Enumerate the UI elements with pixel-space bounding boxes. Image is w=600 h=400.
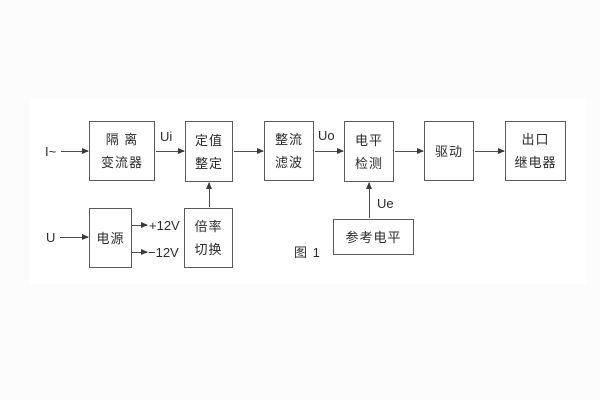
block-level-detection: 电平 检测 xyxy=(344,121,394,182)
block-value-setting: 定值 整定 xyxy=(185,121,233,182)
block-label: 电源 xyxy=(96,230,125,246)
block-label: 滤波 xyxy=(274,155,303,170)
arrow-input-current-icon xyxy=(61,148,89,154)
block-label: 驱动 xyxy=(434,143,463,159)
block-label: 整定 xyxy=(194,155,223,171)
arrow-setting-to-rect-icon xyxy=(234,148,264,154)
label-ui: Ui xyxy=(160,129,173,144)
arrow-supply-positive-icon xyxy=(132,222,148,228)
arrow-driver-to-relay-icon xyxy=(475,148,505,154)
block-reference-level: 参考电平 xyxy=(333,219,414,255)
block-rectifier-filter: 整流 滤波 xyxy=(264,121,314,181)
block-driver: 驱动 xyxy=(424,121,474,181)
block-label: 整流 xyxy=(274,132,303,147)
block-label: 切换 xyxy=(194,242,223,257)
label-supply-negative: −12V xyxy=(148,245,179,260)
block-power-supply: 电源 xyxy=(89,208,132,268)
label-supply-positive: +12V xyxy=(149,218,180,233)
figure-caption: 图 1 xyxy=(294,245,321,260)
arrow-iso-to-setting-icon xyxy=(156,148,185,154)
arrow-ratio-to-setting-icon xyxy=(206,182,212,207)
arrow-rect-to-level-icon xyxy=(315,148,344,154)
block-label: 隔 离 xyxy=(105,132,139,147)
arrow-supply-negative-icon xyxy=(132,249,148,255)
block-output-relay: 出口 继电器 xyxy=(505,121,566,181)
block-isolation-transformer: 隔 离 变流器 xyxy=(89,121,155,181)
block-label: 出口 xyxy=(521,132,550,147)
arrow-input-voltage-icon xyxy=(60,234,89,240)
arrow-ref-to-level-icon xyxy=(366,182,372,218)
block-label: 定值 xyxy=(194,132,223,148)
label-uo: Uo xyxy=(318,128,335,143)
block-label: 检测 xyxy=(354,155,383,171)
label-input-current: I~ xyxy=(45,144,57,159)
label-input-voltage: U xyxy=(46,230,56,245)
arrow-level-to-driver-icon xyxy=(395,148,424,154)
label-ue: Ue xyxy=(377,196,394,211)
block-ratio-switching: 倍率 切换 xyxy=(184,208,233,268)
block-label: 变流器 xyxy=(100,155,143,170)
block-label: 继电器 xyxy=(514,155,557,170)
block-label: 倍率 xyxy=(194,219,223,234)
block-label: 参考电平 xyxy=(345,229,402,245)
block-label: 电平 xyxy=(354,132,383,148)
